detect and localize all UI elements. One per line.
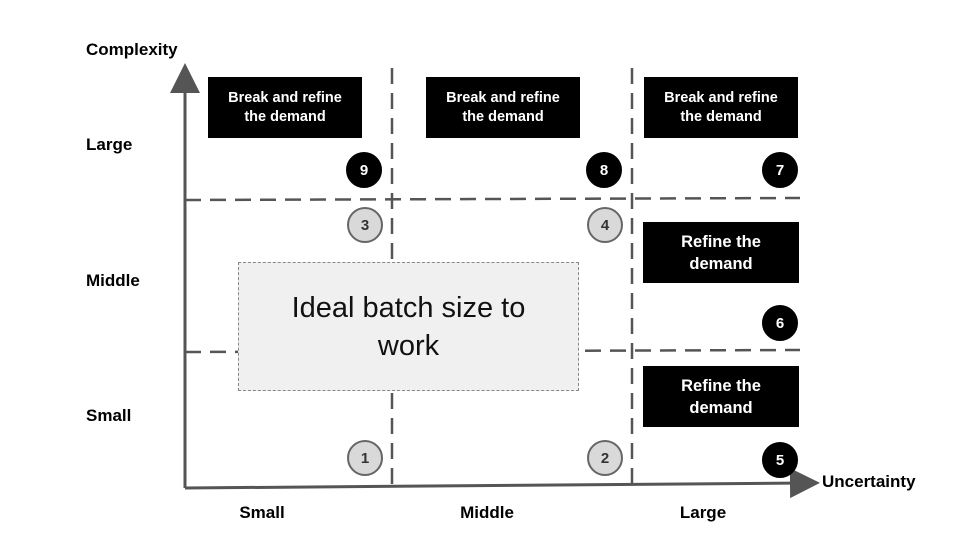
row-label-large: Large — [86, 135, 133, 154]
badge-9: 9 — [346, 152, 382, 188]
x-axis-title: Uncertainty — [822, 472, 916, 491]
row-label-middle: Middle — [86, 271, 140, 290]
badge-1: 1 — [347, 440, 383, 476]
ideal-batch-size-box: Ideal batch size to work — [238, 262, 579, 391]
ideal-batch-size-text: Ideal batch size to work — [291, 291, 526, 362]
tag-break-refine-small: Break and refine the demand — [208, 77, 362, 138]
tag-break-refine-middle: Break and refine the demand — [426, 77, 580, 138]
dashed-line-horizontal-1 — [184, 196, 801, 202]
column-label-middle: Middle — [460, 503, 514, 522]
badge-3: 3 — [347, 207, 383, 243]
tag-break-refine-large: Break and refine the demand — [644, 77, 798, 138]
x-axis — [184, 468, 820, 499]
badge-6: 6 — [762, 305, 798, 341]
tag-refine-middle-row: Refine the demand — [643, 222, 799, 283]
badge-4: 4 — [587, 207, 623, 243]
tag-refine-small-row: Refine the demand — [643, 366, 799, 427]
column-label-small: Small — [239, 503, 285, 522]
badge-8: 8 — [586, 152, 622, 188]
y-axis-title: Complexity — [86, 40, 178, 59]
column-label-large: Large — [679, 503, 727, 522]
row-label-small: Small — [86, 406, 132, 425]
badge-7: 7 — [762, 152, 798, 188]
badge-2: 2 — [587, 440, 623, 476]
badge-5: 5 — [762, 442, 798, 478]
